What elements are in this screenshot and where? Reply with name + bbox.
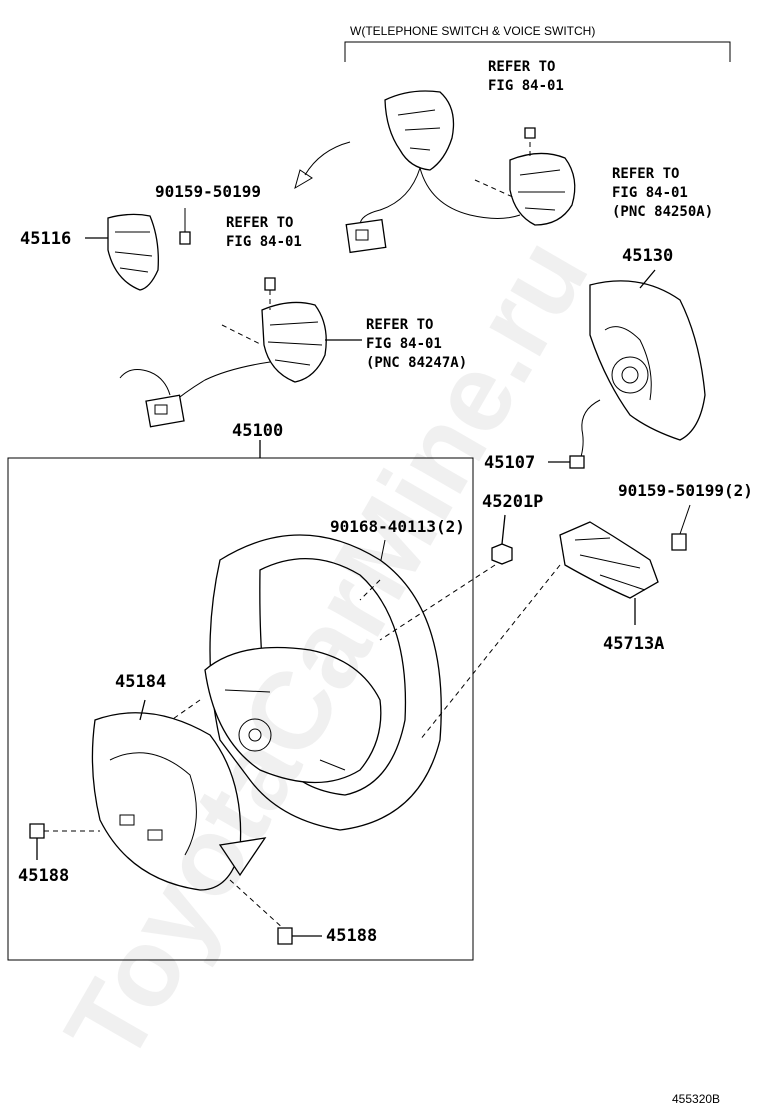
ref-note-mid-right: REFER TO FIG 84-01 (PNC 84247A) — [366, 317, 468, 371]
cover-45116 — [107, 213, 159, 291]
rotation-arrow — [304, 141, 351, 176]
label-90159-right: 90159-50199(2) — [618, 481, 753, 500]
screw-90159-top — [179, 231, 191, 245]
middle-switch-cable — [169, 361, 271, 406]
rotation-arrow-head — [294, 169, 313, 190]
header-label: W(TELEPHONE SWITCH & VOICE SWITCH) — [350, 24, 596, 38]
label-90168: 90168-40113(2) — [330, 517, 465, 536]
nut-45201p — [491, 543, 513, 565]
ref-note-mid: REFER TO FIG 84-01 — [226, 215, 302, 250]
label-45184: 45184 — [115, 672, 167, 692]
label-45188-left: 45188 — [18, 866, 70, 886]
right-switch-housing — [509, 152, 576, 226]
diagram-code: 455320B — [672, 1092, 721, 1106]
screw-90159-right — [671, 533, 687, 551]
middle-connector — [145, 394, 185, 428]
screw-mid — [264, 277, 276, 291]
steering-wheel-frame — [7, 457, 474, 961]
ref-note-top: REFER TO FIG 84-01 — [488, 59, 564, 94]
screw-top — [524, 127, 536, 139]
upper-switch-housing — [384, 90, 455, 171]
label-45100: 45100 — [232, 421, 284, 441]
upper-switch-cable — [359, 167, 421, 226]
ref-note-right-upper: REFER TO FIG 84-01 (PNC 84250A) — [612, 166, 714, 220]
steering-wheel-hub — [204, 646, 382, 784]
label-45201p: 45201P — [482, 492, 544, 512]
header-bracket — [344, 41, 731, 62]
lower-cover-45184 — [91, 712, 242, 891]
upper-connector — [345, 218, 387, 254]
label-45107: 45107 — [484, 453, 536, 473]
label-45188-bottom: 45188 — [326, 926, 378, 946]
label-45116: 45116 — [20, 229, 72, 249]
switch-45713a — [559, 521, 659, 599]
horn-wire-45107 — [579, 399, 601, 461]
label-90159-top: 90159-50199 — [155, 182, 261, 201]
label-45130: 45130 — [622, 246, 674, 266]
label-45713a: 45713A — [603, 634, 665, 654]
screw-45188-bottom — [277, 927, 293, 945]
screw-45188-left — [29, 823, 45, 839]
